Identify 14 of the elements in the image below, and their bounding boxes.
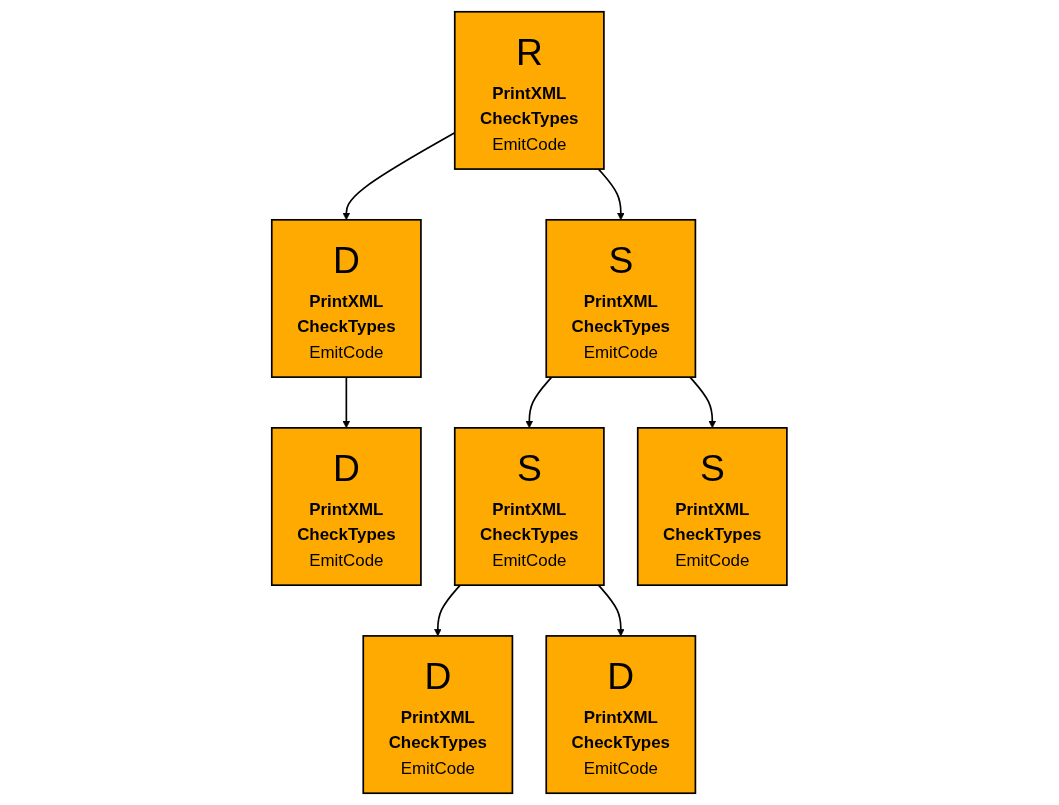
node-box: D PrintXML CheckTypes EmitCode — [271, 218, 422, 378]
node-box: D PrintXML CheckTypes EmitCode — [545, 635, 697, 795]
node-box: D PrintXML CheckTypes EmitCode — [362, 635, 514, 795]
arrow — [597, 168, 625, 221]
arrow — [342, 376, 351, 429]
node-box: R PrintXML CheckTypes EmitCode — [454, 10, 605, 170]
node-box: S PrintXML CheckTypes EmitCode — [545, 218, 697, 378]
arrow — [434, 584, 462, 637]
arrow — [689, 376, 717, 429]
node-box: S PrintXML CheckTypes EmitCode — [454, 427, 605, 586]
arrow — [597, 584, 625, 637]
node-box: D PrintXML CheckTypes EmitCode — [271, 427, 422, 586]
node-box: S PrintXML CheckTypes EmitCode — [637, 427, 788, 586]
arrow — [525, 376, 553, 429]
